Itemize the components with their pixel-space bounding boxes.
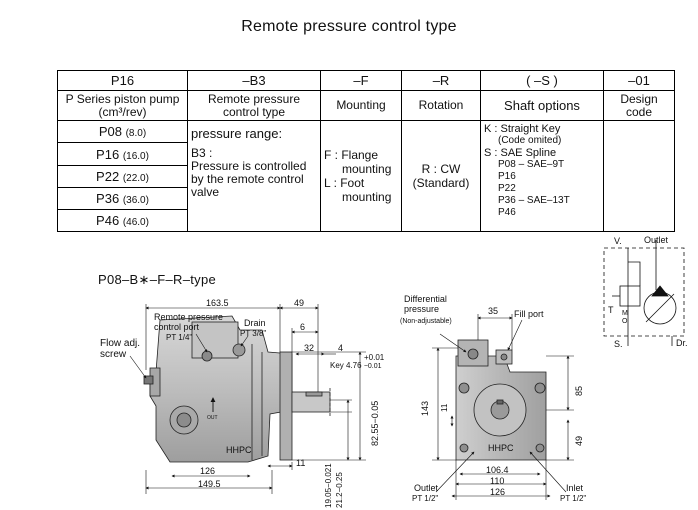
page-title: Remote pressure control type [241,18,457,35]
non-adjustable-label: (Non-adjustable) [400,318,452,325]
model-row: P46 (46.0) [57,208,675,233]
dim-11: 11 [296,458,306,468]
drain-plug [232,343,246,357]
front-view-dimensions [432,314,574,500]
b3-description: pressure range: B3 : Pressure is control… [187,120,321,232]
mounting-description: F : Flange mounting L : Foot mounting [320,120,402,232]
dim-163-5: 163.5 [206,298,229,308]
inlet-label: Inlet [566,483,584,493]
dim-126-front: 126 [490,487,506,497]
dim-pilot: 82.55−0.05 [370,400,380,446]
flow-adj-label: Flow adj.screw [100,338,141,360]
dim-110: 110 [490,476,505,486]
side-brand: HHPC [226,445,252,455]
design-code-cell [603,120,675,232]
model-row: P16 (16.0) [57,142,675,166]
schematic-v: V. [614,236,622,246]
mount-hole [534,382,546,394]
header-design: Design code [603,90,675,122]
shaft-description: K : Straight Key (Code omited) S : SAE S… [480,120,604,232]
model-p46: P46 (46.0) [57,208,188,233]
header-rotation: Rotation [401,90,481,122]
dim-4: 4 [338,343,344,353]
code-row: P16 –B3 –F –R ( –S ) –01 [57,69,675,92]
mount-hole [458,382,470,394]
dim-85: 85 [574,385,584,396]
dim-6: 6 [300,322,306,332]
inlet-size: PT 1/2" [560,494,587,503]
dim-11-front: 11 [440,403,449,412]
rotation-description: R : CW (Standard) [401,120,481,232]
schematic-o: O [622,318,628,325]
remote-port-size: PT 1/4" [166,333,193,342]
outlet-size: PT 1/2" [412,494,439,503]
fill-port-label: Fill port [514,309,544,319]
flow-adj-screw [143,375,154,385]
dim-49-front: 49 [574,435,584,446]
drain-size: PT 3/8" [240,329,267,338]
header-shaft: Shaft options [480,90,604,122]
outlet-label: Outlet [414,483,439,493]
code-design: –01 [603,69,675,92]
mount-hole [535,443,545,453]
header-mounting: Mounting [320,90,402,122]
schematic-t: T [608,305,614,315]
dim-126: 126 [200,466,216,476]
side-view-dimensions [129,304,366,494]
schematic-dr: Dr. [676,338,688,348]
drawing-title: P08–B∗–F–R–type [98,272,217,287]
dim-143: 143 [420,400,430,416]
code-b3: –B3 [187,69,321,92]
mount-flange [279,351,293,461]
hydraulic-schematic [603,240,685,346]
dim-shaft-1: 19.05−0.021 [324,463,333,508]
dim-35: 35 [488,306,499,316]
mount-hole [459,443,469,453]
dim-49: 49 [294,298,305,308]
header-row: P Series piston pump (cm³/rev) Remote pr… [57,90,675,122]
model-row: P08 (8.0) pressure range: B3 : Pressure … [57,120,675,232]
control-valve-symbol [619,285,641,307]
schematic-outlet: Outlet [644,235,669,245]
model-p16: P16 (16.0) [57,142,188,166]
model-code-table: P16 –B3 –F –R ( –S ) –01 P Series piston… [57,69,675,233]
front-view [455,339,547,461]
dim-tol-plus: +0.01 [364,353,385,362]
header-series: P Series piston pump (cm³/rev) [57,90,188,122]
dim-key: Key 4.76 −0.01 [330,361,382,370]
dim-shaft-2: 21.2−0.25 [335,472,344,508]
front-brand: HHPC [488,443,514,453]
side-out-text: OUT [207,415,218,421]
dim-149-5: 149.5 [198,479,221,489]
schematic-m: M [622,310,628,317]
dim-32: 32 [304,343,315,353]
side-view [143,315,331,463]
schematic-s: S. [614,339,623,349]
dim-106-4: 106.4 [486,465,509,475]
remote-port-plug [201,350,213,362]
drain-label: Drain [244,318,266,328]
